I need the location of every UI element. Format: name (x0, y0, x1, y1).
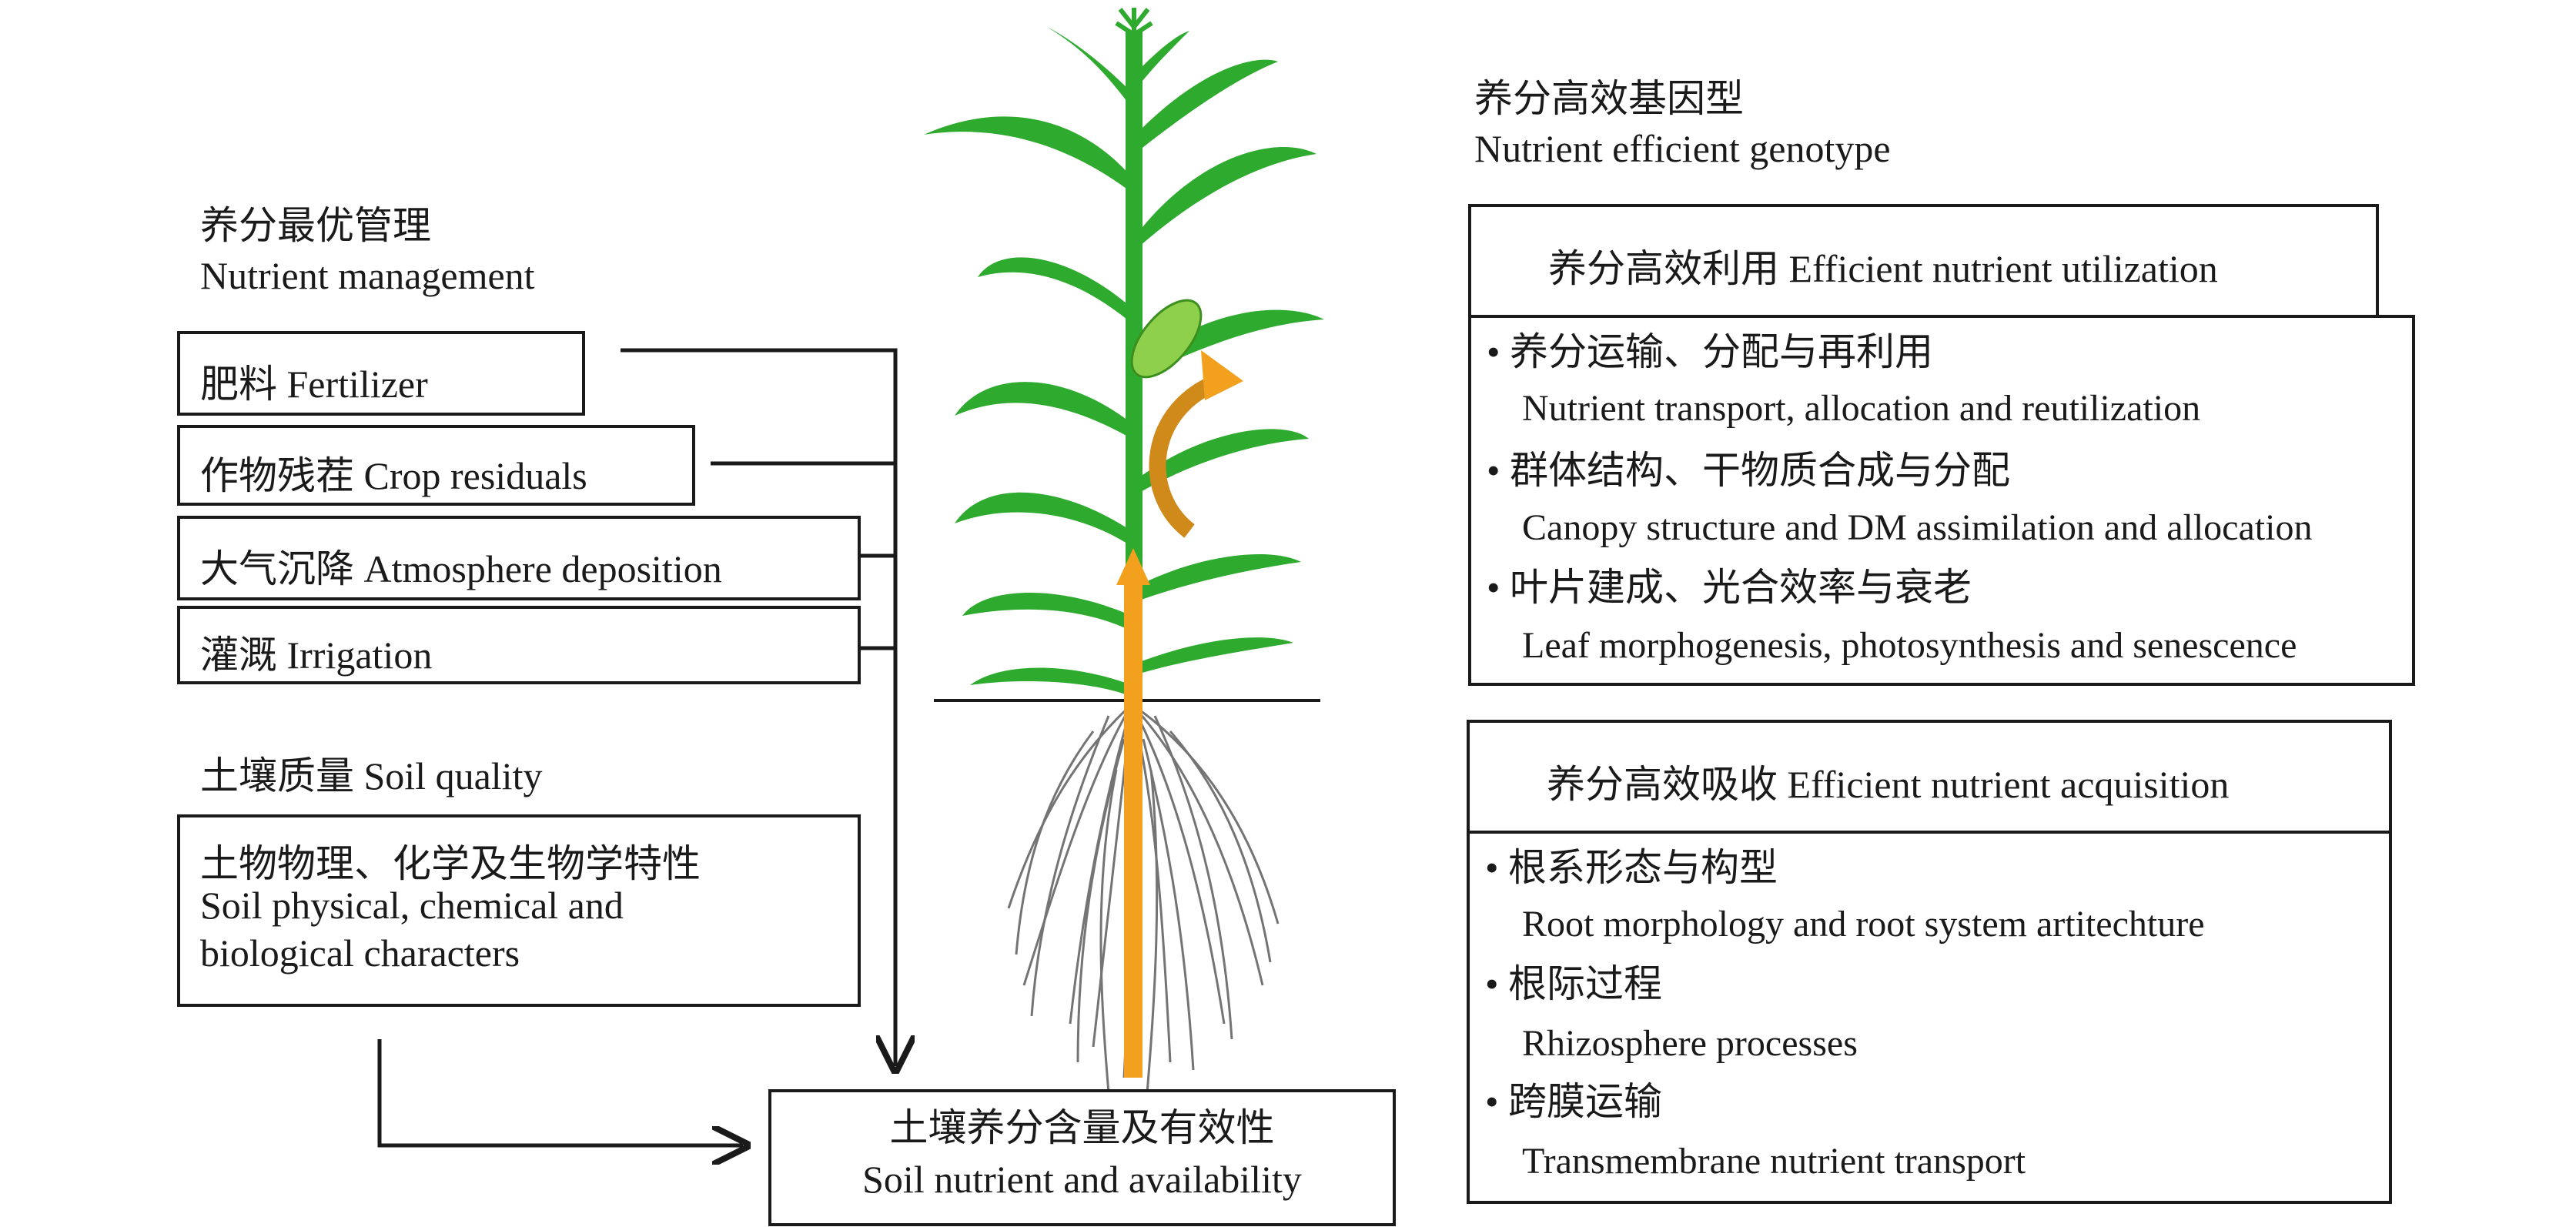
acquisition-bullet-1-en: Root morphology and root system artitech… (1522, 904, 2205, 944)
ear-icon (1130, 299, 1203, 379)
remobilization-arrow (1149, 350, 1243, 538)
fertilizer-box: 肥料 Fertilizer (177, 331, 585, 416)
utilization-bullet-1-zh: • 养分运输、分配与再利用 (1487, 330, 1934, 373)
crop-residuals-label: 作物残茬 Crop residuals (200, 454, 587, 497)
acquisition-bullet-3-zh: • 跨膜运输 (1485, 1080, 1663, 1123)
tassel-icon (1115, 8, 1153, 37)
acquisition-title: 养分高效吸收 Efficient nutrient acquisition (1547, 763, 2230, 806)
acquisition-title-box: 养分高效吸收 Efficient nutrient acquisition (1467, 720, 2392, 834)
genotype-heading-zh: 养分高效基因型 (1474, 77, 1744, 120)
management-heading-zh: 养分最优管理 (200, 204, 431, 247)
acquisition-bullet-1-zh: • 根系形态与构型 (1485, 846, 1778, 889)
soil-quality-heading: 土壤质量 Soil quality (200, 754, 543, 797)
acquisition-bullet-3-en: Transmembrane nutrient transport (1522, 1141, 2026, 1182)
atmosphere-deposition-box: 大气沉降 Atmosphere deposition (177, 516, 861, 600)
utilization-title: 养分高效利用 Efficient nutrient utilization (1548, 247, 2218, 290)
nutrient-flow-arrow (1116, 548, 1150, 1078)
utilization-content-box: • 养分运输、分配与再利用 Nutrient transport, alloca… (1468, 315, 2415, 686)
soil-nutrient-box: 土壤养分含量及有效性 Soil nutrient and availabilit… (768, 1089, 1396, 1226)
utilization-bullet-3-en: Leaf morphogenesis, photosynthesis and s… (1522, 625, 2297, 666)
utilization-bullet-2-zh: • 群体结构、干物质合成与分配 (1487, 449, 2011, 492)
soil-quality-line-3: biological characters (200, 931, 520, 975)
management-heading-en: Nutrient management (200, 254, 535, 297)
acquisition-content-box: • 根系形态与构型 Root morphology and root syste… (1467, 831, 2392, 1204)
irrigation-label: 灌溉 Irrigation (200, 634, 433, 677)
soil-nutrient-label-en: Soil nutrient and availability (862, 1158, 1302, 1201)
management-connectors (377, 348, 895, 1145)
soil-quality-box: 土物物理、化学及生物学特性 Soil physical, chemical an… (177, 814, 861, 1007)
utilization-bullet-2-en: Canopy structure and DM assimilation and… (1522, 507, 2313, 548)
soil-quality-line-2: Soil physical, chemical and (200, 884, 624, 927)
soil-quality-line-1: 土物物理、化学及生物学特性 (200, 842, 701, 885)
stem-and-leaves (924, 27, 1324, 708)
crop-residuals-box: 作物残茬 Crop residuals (177, 425, 695, 506)
utilization-bullet-1-en: Nutrient transport, allocation and reuti… (1522, 388, 2201, 429)
roots-illustration (1007, 703, 1280, 1094)
fertilizer-label: 肥料 Fertilizer (200, 363, 428, 406)
utilization-title-box: 养分高效利用 Efficient nutrient utilization (1468, 204, 2379, 318)
maize-plant-illustration (924, 8, 1324, 1094)
soil-nutrient-label-zh: 土壤养分含量及有效性 (889, 1106, 1275, 1149)
acquisition-bullet-2-en: Rhizosphere processes (1522, 1023, 1858, 1064)
utilization-bullet-3-zh: • 叶片建成、光合效率与衰老 (1487, 566, 1972, 609)
atmosphere-deposition-label: 大气沉降 Atmosphere deposition (200, 547, 722, 590)
genotype-heading-en: Nutrient efficient genotype (1474, 127, 1891, 170)
acquisition-bullet-2-zh: • 根际过程 (1485, 962, 1663, 1005)
irrigation-box: 灌溉 Irrigation (177, 606, 861, 684)
